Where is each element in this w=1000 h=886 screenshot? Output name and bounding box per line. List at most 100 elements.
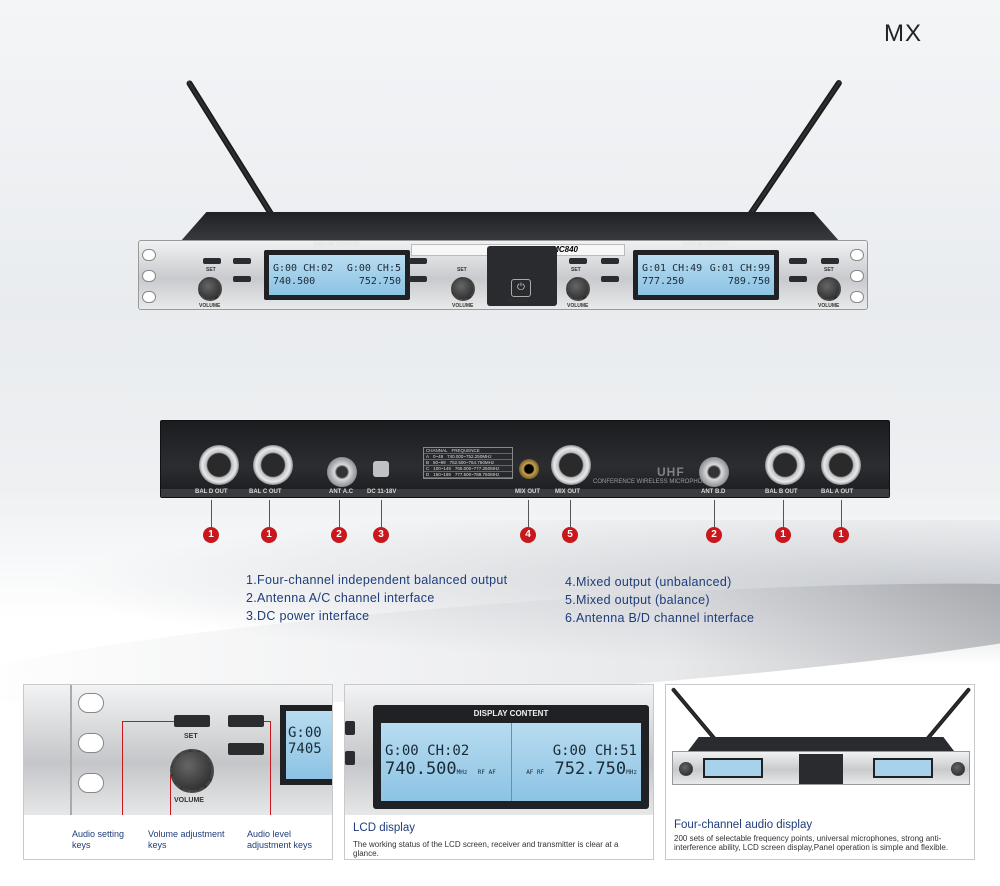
set-key[interactable]	[569, 258, 587, 264]
ant-ac-label: ANT A.C	[329, 489, 354, 495]
lcd-freq-a: 740.500	[273, 276, 316, 287]
marker-lead	[528, 500, 529, 527]
table-cell: 0~49	[433, 454, 444, 459]
rack-ear-left	[142, 249, 156, 303]
table-cell: B	[426, 460, 430, 465]
mini-knob	[679, 762, 693, 776]
volume-knob[interactable]	[817, 277, 841, 301]
side-key[interactable]	[345, 721, 355, 735]
table-cell: 765.000~777.250MHz	[454, 466, 500, 471]
mix-out-jack[interactable]	[519, 459, 539, 479]
xlr-bal-b-out[interactable]	[765, 445, 805, 485]
set-key[interactable]	[203, 258, 221, 264]
level-down-key[interactable]	[233, 276, 251, 282]
marker-lead	[570, 500, 571, 527]
model-name: MC840	[552, 245, 578, 254]
volume-knob[interactable]	[451, 277, 475, 301]
volume-label: VOLUME	[199, 303, 221, 309]
volume-knob[interactable]	[170, 749, 214, 793]
uhf-logo: UHF	[657, 465, 685, 479]
brand-logo: MX	[884, 20, 922, 47]
level-key[interactable]	[789, 258, 807, 264]
marker-lead	[841, 500, 842, 527]
audio-level-keys-callout: Audio level adjustment keys	[247, 829, 313, 850]
level-key[interactable]	[601, 276, 619, 282]
marker-badge: 1	[261, 527, 277, 543]
callout-line	[264, 721, 270, 722]
lcd-ch-b: G:00 CH:5	[346, 263, 401, 274]
receiver-top-cover	[688, 737, 954, 751]
table-cell: 100~149	[433, 466, 451, 471]
level-up-key[interactable]	[233, 258, 251, 264]
set-key[interactable]	[174, 715, 210, 727]
lcd-display-large: DISPLAY CONTENT G:00 CH:02 740.500MHz RF…	[373, 705, 649, 809]
lcd-caption: DISPLAY CONTENT	[313, 242, 361, 248]
table-header: FREQUENCE	[451, 448, 480, 453]
level-key[interactable]	[601, 258, 619, 264]
marker-lead	[339, 500, 340, 527]
volume-label: VOLUME	[174, 797, 204, 804]
four-channel-image	[666, 685, 974, 815]
volume-knob[interactable]	[566, 277, 590, 301]
lcd-left-half: G:00 CH:02 740.500MHz RF AF	[381, 723, 512, 801]
set-label: SET	[457, 267, 467, 273]
mix-out-label: MIX OUT	[515, 489, 540, 495]
antenna-right	[742, 78, 844, 224]
marker-lead	[783, 500, 784, 527]
table-cell: 752.500~764.750MHz	[449, 460, 495, 465]
lcd-snippet-line: G:00	[288, 725, 322, 741]
set-key[interactable]	[409, 258, 427, 264]
four-channel-title: Four-channel audio display	[674, 819, 813, 831]
back-label-strip	[161, 489, 889, 497]
lcd-left-freq: 740.500	[385, 759, 457, 779]
antenna-left	[185, 79, 281, 227]
receiver-back-panel: BAL D OUT BAL C OUT ANT A.C DC 11-18V CH…	[160, 420, 890, 498]
level-up-key[interactable]	[228, 715, 264, 727]
volume-label: VOLUME	[818, 303, 840, 309]
ant-bd-label: ANT B.D	[701, 489, 726, 495]
keys-detail-image: SET VOLUME G:00 7405	[24, 685, 332, 815]
lcd-caption: DISPLAY CONTENT	[682, 242, 730, 248]
power-button[interactable]: ⏻	[511, 279, 531, 297]
xlr-mix-out[interactable]	[551, 445, 591, 485]
rack-ear	[78, 693, 104, 793]
level-key[interactable]	[409, 276, 427, 282]
table-cell: 50~99	[433, 460, 446, 465]
lcd-snippet-line: 7405	[288, 741, 322, 757]
lcd-left-ch: G:00 CH:02	[385, 743, 470, 759]
bal-d-out-label: BAL D OUT	[195, 489, 228, 495]
xlr-bal-c-out[interactable]	[253, 445, 293, 485]
level-down-key[interactable]	[228, 743, 264, 755]
mini-center	[799, 754, 843, 784]
legend-item: 4.Mixed output (unbalanced)	[565, 575, 732, 589]
set-label: SET	[824, 267, 834, 273]
lcd-right-half: G:00 CH:51 AF RF 752.750MHz	[512, 723, 642, 801]
four-channel-body: 200 sets of selectable frequency points,…	[674, 834, 949, 852]
lcd-freq-b: 752.750	[358, 276, 401, 287]
volume-adjustment-keys-callout: Volume adjustment keys	[148, 829, 225, 850]
rack-ear-right	[850, 249, 864, 303]
set-label: SET	[206, 267, 216, 273]
bnc-ant-bd[interactable]	[699, 457, 729, 487]
table-cell: A	[426, 454, 430, 459]
marker-badge: 5	[562, 527, 578, 543]
volume-knob[interactable]	[198, 277, 222, 301]
panel-four-channel: Four-channel audio display 200 sets of s…	[665, 684, 975, 860]
legend-item: 5.Mixed output (balance)	[565, 593, 710, 607]
set-key[interactable]	[821, 258, 839, 264]
lcd-right-flags: AF RF	[526, 769, 545, 776]
level-key[interactable]	[789, 276, 807, 282]
side-key[interactable]	[345, 751, 355, 765]
dc-power-jack[interactable]	[373, 461, 389, 477]
set-label: SET	[571, 267, 581, 273]
marker-badge: 4	[520, 527, 536, 543]
bnc-ant-ac[interactable]	[327, 457, 357, 487]
xlr-bal-a-out[interactable]	[821, 445, 861, 485]
xlr-bal-d-out[interactable]	[199, 445, 239, 485]
marker-badge: 1	[775, 527, 791, 543]
conference-text: CONFERENCE WIRELESS MICROPHONE	[593, 479, 711, 485]
